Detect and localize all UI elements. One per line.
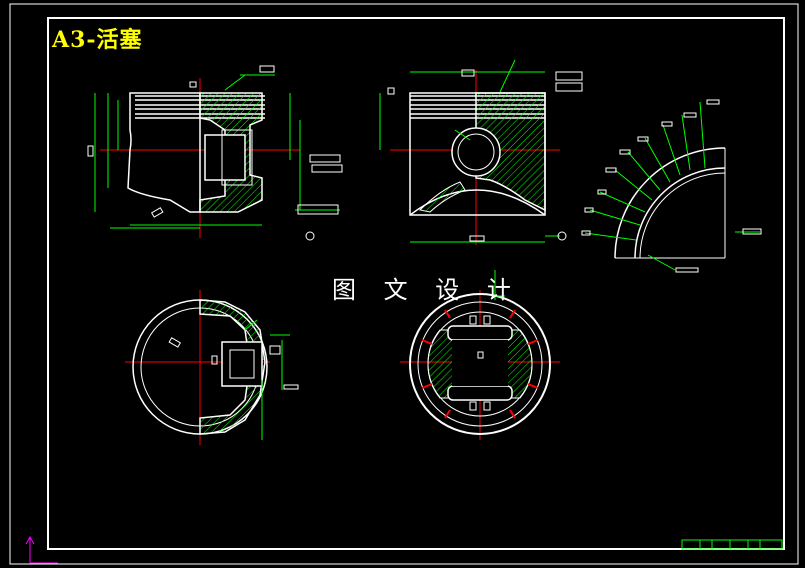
front-section-view — [87, 65, 343, 241]
drawing-title: A3-活塞 — [52, 27, 143, 53]
title-block — [681, 539, 783, 550]
bottom-half-section-view — [125, 290, 299, 445]
pin-boss-section-view — [379, 59, 583, 245]
ucs-axis-icon — [25, 535, 58, 564]
watermark-text: 图 文 设 计 — [332, 276, 521, 304]
ring-land-detail — [581, 99, 762, 273]
outer-frame — [9, 3, 799, 565]
crown-top-view — [400, 270, 560, 440]
inner-frame — [47, 17, 785, 550]
